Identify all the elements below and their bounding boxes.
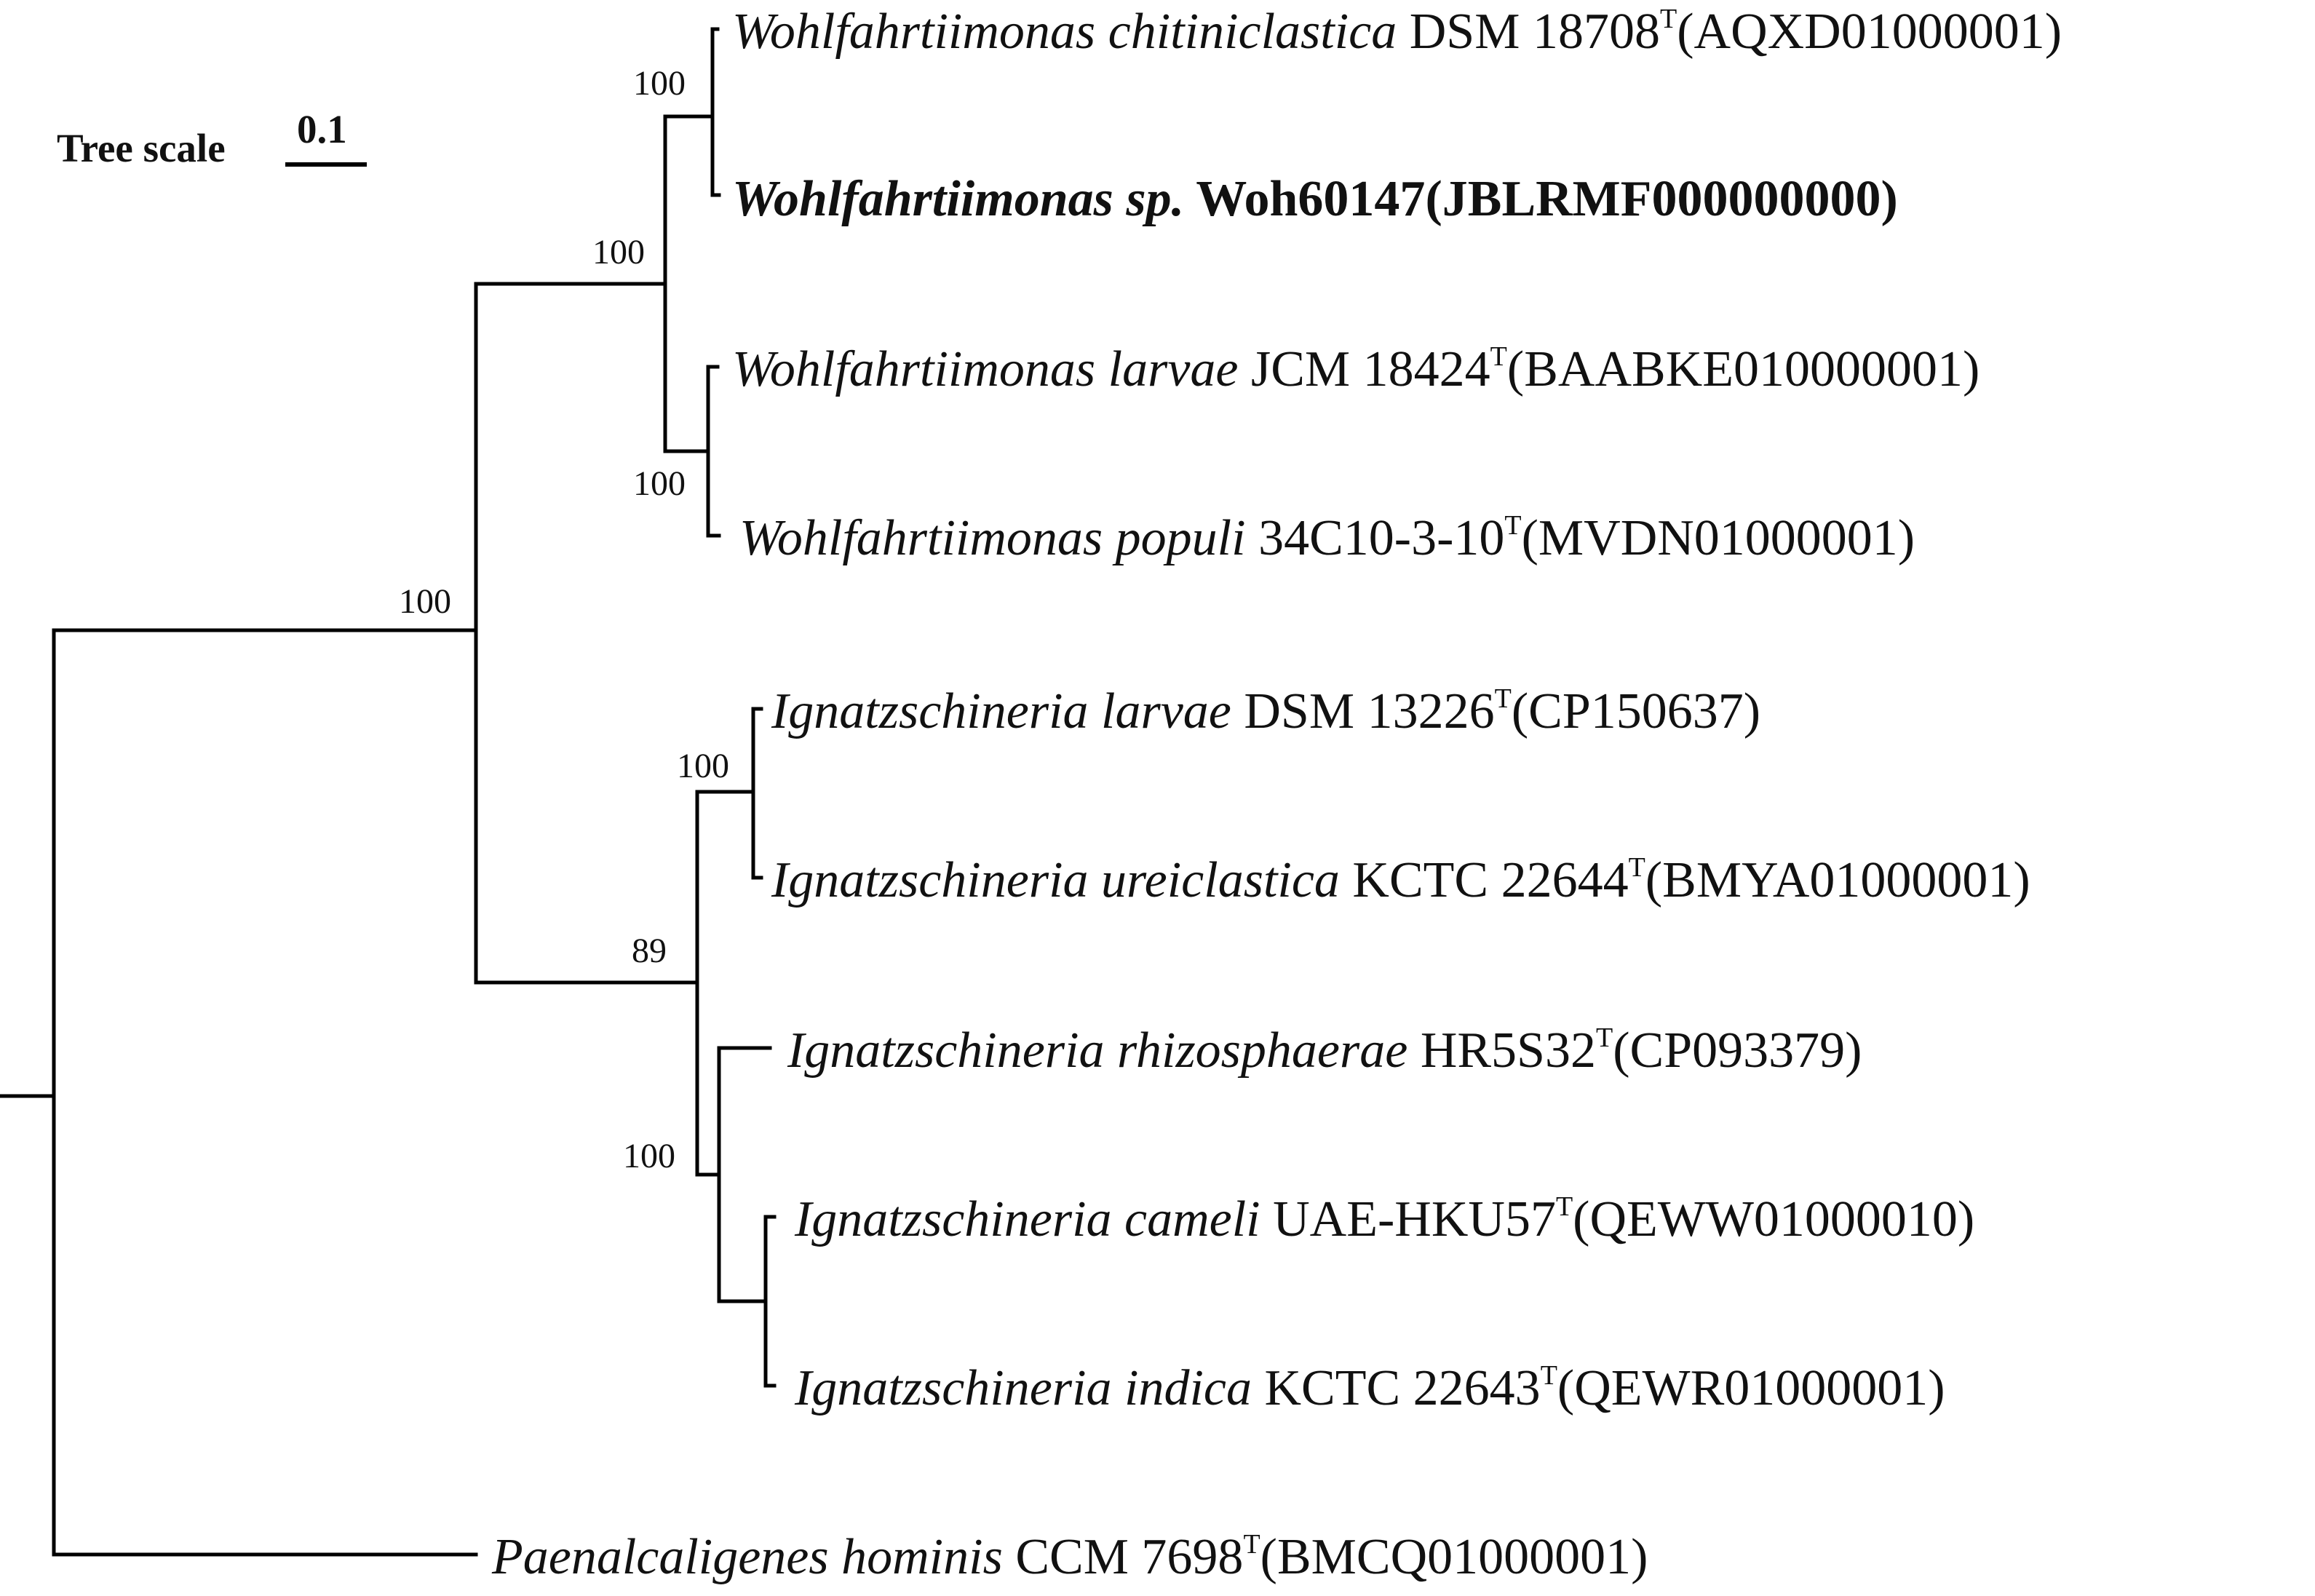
tree-scale-value: 0.1 xyxy=(297,107,347,151)
bootstrap-label: 100 xyxy=(633,464,686,503)
leaf-label-w-chitiniclastica: Wohlfahrtiimonas chitiniclastica DSM 187… xyxy=(732,4,2062,60)
leaf-label-i-indica: Ignatzschineria indica KCTC 22643T(QEWR0… xyxy=(794,1360,1945,1416)
leaf-label-w-populi: Wohlfahrtiimonas populi 34C10-3-10T(MVDN… xyxy=(739,510,1915,566)
leaf-label-w-woh60147: Wohlfahrtiimonas sp. Woh60147(JBLRMF0000… xyxy=(732,171,1898,227)
bootstrap-label: 100 xyxy=(399,582,451,621)
leaf-label-i-cameli: Ignatzschineria cameli UAE-HKU57T(QEWW01… xyxy=(794,1191,1974,1247)
leaf-labels: Wohlfahrtiimonas chitiniclastica DSM 187… xyxy=(491,4,2062,1585)
bootstrap-label: 100 xyxy=(623,1137,675,1175)
bootstrap-label: 100 xyxy=(633,64,686,103)
leaf-label-i-larvae: Ignatzschineria larvae DSM 13226T(CP1506… xyxy=(771,683,1760,739)
bootstrap-label: 89 xyxy=(632,932,667,970)
bootstrap-values: 100 100 100 100 100 89 100 xyxy=(399,64,729,1175)
tree-branches xyxy=(0,27,777,1557)
bootstrap-label: 100 xyxy=(592,233,645,271)
leaf-label-i-ureiclastica: Ignatzschineria ureiclastica KCTC 22644T… xyxy=(771,852,2030,908)
leaf-label-i-rhizosphaerae: Ignatzschineria rhizosphaerae HR5S32T(CP… xyxy=(787,1023,1862,1079)
tree-scale: Tree scale 0.1 xyxy=(57,107,367,170)
bootstrap-label: 100 xyxy=(677,747,729,785)
leaf-label-w-larvae: Wohlfahrtiimonas larvae JCM 18424T(BAABK… xyxy=(732,341,1980,397)
tree-scale-title: Tree scale xyxy=(57,126,226,170)
leaf-label-p-hominis: Paenalcaligenes hominis CCM 7698T(BMCQ01… xyxy=(491,1529,1648,1585)
